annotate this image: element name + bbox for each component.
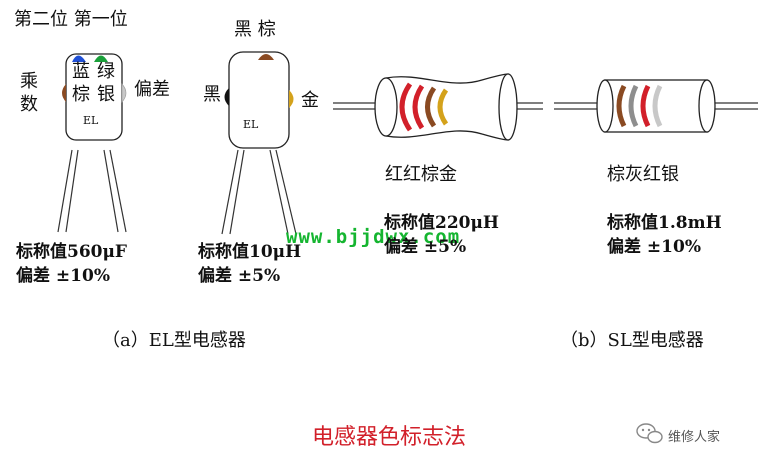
sl-left-band-4-gold bbox=[437, 88, 449, 126]
sl-left-band-3-brown bbox=[425, 86, 437, 128]
el-small-lead-left bbox=[57, 149, 73, 233]
el-large-tolerance: 偏差 ±5% bbox=[198, 266, 281, 286]
sl-left-colors-label: 红红棕金 bbox=[385, 164, 457, 185]
sl-right-right-cap bbox=[698, 79, 716, 133]
sl-right-tolerance: 偏差 ±10% bbox=[607, 237, 701, 257]
el-small-band-blue-label: 蓝 bbox=[72, 61, 90, 82]
el-small-lead-right-inner bbox=[109, 149, 127, 233]
sl-right-band-3-red bbox=[640, 84, 651, 128]
caption-b: （b）SL型电感器 bbox=[560, 330, 704, 351]
el-small-band-brown bbox=[62, 84, 66, 102]
el-small-band-blue bbox=[72, 55, 86, 62]
el-small-band-silver bbox=[121, 83, 127, 103]
el-small-band-green-label: 绿 bbox=[97, 61, 115, 82]
watermark-text: www.bjjdwx.com bbox=[286, 226, 461, 248]
el-large-right-label: 金 bbox=[301, 90, 319, 111]
sl-left-band-2-red bbox=[412, 84, 425, 130]
el-large-band-black bbox=[224, 88, 229, 106]
el-large-band-brown bbox=[258, 54, 274, 60]
sl-right-colors-label: 棕灰红银 bbox=[607, 164, 679, 185]
sl-left-band-1-red bbox=[399, 82, 413, 132]
el-large-top-label: 黑 棕 bbox=[234, 19, 276, 40]
el-small-positions-label: 第二位 第一位 bbox=[14, 9, 128, 30]
el-small-tolerance-label: 偏差 bbox=[134, 79, 170, 100]
el-inductor-large bbox=[221, 51, 297, 235]
el-small-tolerance: 偏差 ±10% bbox=[16, 266, 110, 286]
sl-right-band-1-brown bbox=[616, 84, 627, 128]
sl-right-value: 标称值1.8mH bbox=[607, 213, 722, 233]
el-large-lead-left-inner bbox=[229, 149, 245, 235]
sl-left-end-cap bbox=[374, 77, 398, 137]
caption-a: （a）EL型电感器 bbox=[102, 330, 246, 351]
sl-inductor-left bbox=[333, 73, 543, 141]
brand-name: 维修人家 bbox=[668, 430, 721, 445]
el-large-value: 标称值10μH bbox=[198, 242, 302, 262]
el-small-multiplier-label-2: 数 bbox=[20, 94, 38, 115]
el-small-lead-left-inner bbox=[65, 149, 79, 233]
sl-inductor-right bbox=[554, 79, 758, 133]
el-small-band-brown-label: 棕 bbox=[72, 84, 90, 105]
sl-right-end-cap bbox=[596, 79, 614, 133]
wechat-logo-icon bbox=[636, 423, 663, 444]
el-small-band-silver-label: 银 bbox=[97, 84, 115, 105]
el-large-band-gold bbox=[289, 90, 294, 108]
el-large-left-label: 黑 bbox=[203, 84, 221, 105]
el-small-body-text: EL bbox=[83, 114, 99, 127]
el-large-lead-right-inner bbox=[275, 149, 297, 235]
el-large-body bbox=[228, 51, 290, 149]
el-inductor-small bbox=[57, 53, 127, 233]
el-small-multiplier-label-1: 乘 bbox=[20, 71, 38, 92]
sl-right-band-2-grey bbox=[628, 84, 639, 128]
el-small-band-green bbox=[94, 55, 108, 62]
sl-left-value: 标称值220μH bbox=[384, 213, 499, 233]
el-small-lead-right bbox=[103, 149, 119, 233]
el-large-lead-right bbox=[269, 149, 289, 235]
sl-left-right-cap bbox=[498, 73, 518, 141]
figure-title: 电感器色标志法 bbox=[312, 425, 467, 450]
el-large-body-text: EL bbox=[243, 118, 259, 131]
sl-right-band-4-silver bbox=[652, 84, 663, 128]
sl-left-tolerance: 偏差 ±5% bbox=[384, 237, 467, 257]
el-small-value: 标称值560μF bbox=[16, 242, 127, 262]
el-large-lead-left bbox=[221, 149, 239, 235]
